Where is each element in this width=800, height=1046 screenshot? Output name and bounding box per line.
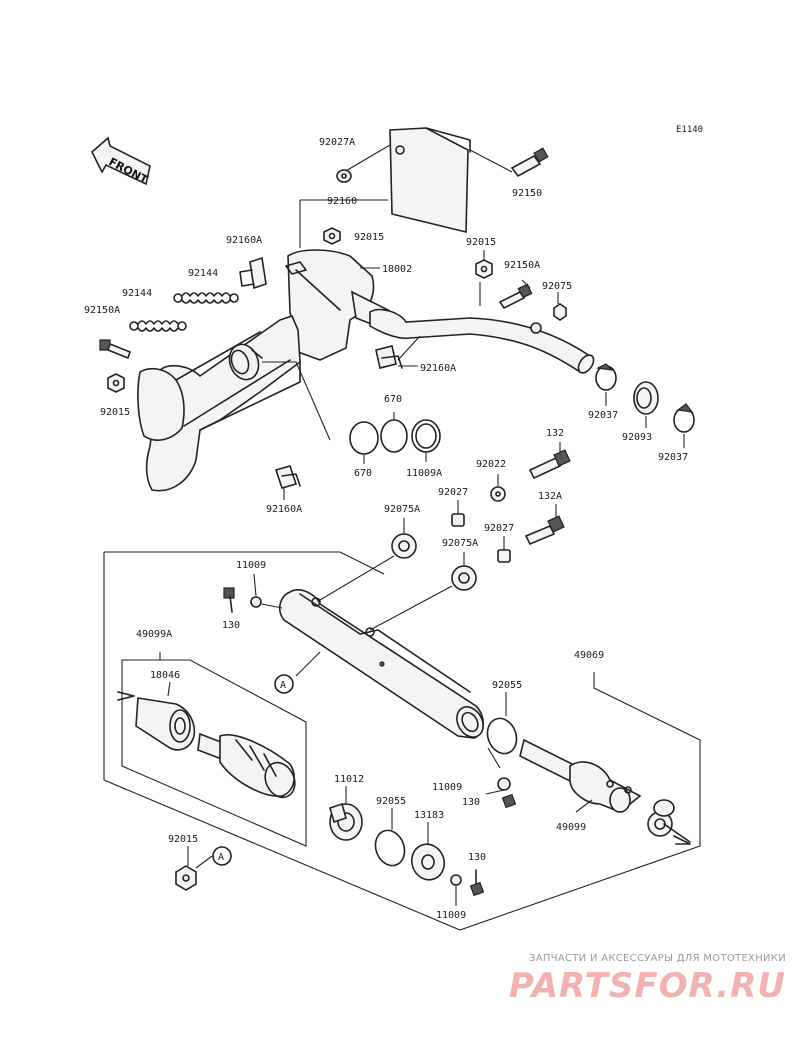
end-cap-49099 bbox=[519, 738, 691, 843]
callout-92015-right: 92015 bbox=[466, 237, 496, 248]
baffle-18046 bbox=[135, 697, 196, 751]
collar-92027-b bbox=[497, 549, 511, 563]
callout-132A: 132A bbox=[538, 491, 562, 502]
callout-92144-upper: 92144 bbox=[188, 268, 218, 279]
nut-92075 bbox=[553, 303, 567, 321]
front-arrow-icon: FRONT bbox=[91, 136, 151, 187]
bracket-92160A-upper bbox=[239, 256, 267, 290]
callout-18002: 18002 bbox=[382, 264, 412, 275]
callout-11009-c: 11009 bbox=[436, 910, 466, 921]
callout-92150A-right: 92150A bbox=[504, 260, 540, 271]
muffler-body-49069 bbox=[278, 589, 485, 739]
callout-92022: 92022 bbox=[476, 459, 506, 470]
nut-92015-left bbox=[107, 373, 125, 393]
callout-11012: 11012 bbox=[334, 774, 364, 785]
grommet-92093 bbox=[633, 381, 659, 415]
muffler-18002 bbox=[285, 249, 595, 374]
callout-130-b: 130 bbox=[462, 797, 480, 808]
watermark-logo: PARTSFOR.RU bbox=[508, 966, 786, 1006]
expansion-chamber bbox=[137, 315, 301, 492]
ref-circle-a-1 bbox=[274, 674, 294, 694]
gasket-670-b bbox=[380, 419, 408, 453]
callout-49099: 49099 bbox=[556, 822, 586, 833]
callout-92093: 92093 bbox=[622, 432, 652, 443]
gasket-92055-b bbox=[374, 829, 406, 867]
washer-92027A bbox=[336, 169, 352, 183]
callout-92160A-upper: 92160A bbox=[226, 235, 262, 246]
flange-11012 bbox=[329, 802, 363, 841]
callout-92027-a: 92027 bbox=[438, 487, 468, 498]
callout-130-c: 130 bbox=[468, 852, 486, 863]
callout-670-lower: 670 bbox=[354, 468, 372, 479]
callout-92160A-lower: 92160A bbox=[266, 504, 302, 515]
plate-13183 bbox=[410, 843, 446, 881]
bolt-92150-top bbox=[510, 147, 549, 178]
callout-92150A-left: 92150A bbox=[84, 305, 120, 316]
callout-92015-bottom: 92015 bbox=[168, 834, 198, 845]
washer-11009-c bbox=[450, 874, 462, 886]
bolt-130-a bbox=[223, 587, 235, 613]
bolt-130-c bbox=[469, 869, 485, 897]
bracket-92160A-mid bbox=[375, 345, 403, 369]
callout-92055-b: 92055 bbox=[376, 796, 406, 807]
gasket-11009A bbox=[411, 419, 441, 453]
silencer-core-49099A bbox=[197, 732, 296, 799]
spring-92144-upper bbox=[173, 292, 239, 304]
callout-11009-b: 11009 bbox=[432, 782, 462, 793]
gasket-92055-a bbox=[486, 717, 518, 755]
callout-92055-a: 92055 bbox=[492, 680, 522, 691]
clamp-92037-a bbox=[595, 363, 617, 391]
washer-92022 bbox=[490, 486, 506, 502]
bolt-130-b bbox=[501, 793, 517, 809]
bolt-132A bbox=[524, 515, 565, 546]
callout-A-2: A bbox=[218, 852, 224, 863]
washer-11009-a bbox=[250, 596, 262, 608]
callout-92160A-mid: 92160A bbox=[420, 363, 456, 374]
clamp-92037-b bbox=[673, 403, 695, 433]
bracket-92160A-lower bbox=[274, 465, 301, 489]
callout-92075A-a: 92075A bbox=[384, 504, 420, 515]
callout-92027A: 92027A bbox=[319, 137, 355, 148]
callout-92075A-b: 92075A bbox=[442, 538, 478, 549]
spring-92144-lower bbox=[129, 320, 187, 332]
nut-92015-right bbox=[475, 259, 493, 279]
callout-92015-upper: 92015 bbox=[354, 232, 384, 243]
nut-92015-upper bbox=[323, 227, 341, 245]
callout-49069: 49069 bbox=[574, 650, 604, 661]
callout-132: 132 bbox=[546, 428, 564, 439]
callout-49099A: 49099A bbox=[136, 629, 172, 640]
gasket-670-a bbox=[349, 421, 379, 455]
ref-circle-a-2 bbox=[212, 846, 232, 866]
bolt-132 bbox=[528, 449, 571, 480]
callout-92150-top: 92150 bbox=[512, 188, 542, 199]
callout-92144-lower: 92144 bbox=[122, 288, 152, 299]
watermark-tagline: ЗАПЧАСТИ И АКСЕССУАРЫ ДЛЯ МОТОТЕХНИКИ bbox=[529, 953, 786, 964]
callout-18046: 18046 bbox=[150, 670, 180, 681]
nut-92015-bottom bbox=[175, 865, 197, 891]
callout-11009A: 11009A bbox=[406, 468, 442, 479]
callout-92075: 92075 bbox=[542, 281, 572, 292]
callout-92037-b: 92037 bbox=[658, 452, 688, 463]
diagram-code: E1140 bbox=[676, 125, 703, 135]
grommet-92075A-a bbox=[391, 533, 417, 559]
callout-A-1: A bbox=[280, 680, 286, 691]
callout-92015-left: 92015 bbox=[100, 407, 130, 418]
watermark: ЗАПЧАСТИ И АКСЕССУАРЫ ДЛЯ МОТОТЕХНИКИ PA… bbox=[509, 953, 786, 1006]
grommet-92075A-b bbox=[451, 565, 477, 591]
bolt-92150A-left bbox=[99, 339, 131, 360]
heat-shield-plate bbox=[389, 127, 471, 234]
callout-92160: 92160 bbox=[327, 196, 357, 207]
collar-92027-a bbox=[451, 513, 465, 527]
washer-11009-b bbox=[497, 777, 511, 791]
callout-130-a: 130 bbox=[222, 620, 240, 631]
callout-92037-a: 92037 bbox=[588, 410, 618, 421]
bolt-92150A-right bbox=[498, 283, 533, 310]
callout-670-upper: 670 bbox=[384, 394, 402, 405]
callout-11009-a: 11009 bbox=[236, 560, 266, 571]
callout-92027-b: 92027 bbox=[484, 523, 514, 534]
callout-13183: 13183 bbox=[414, 810, 444, 821]
